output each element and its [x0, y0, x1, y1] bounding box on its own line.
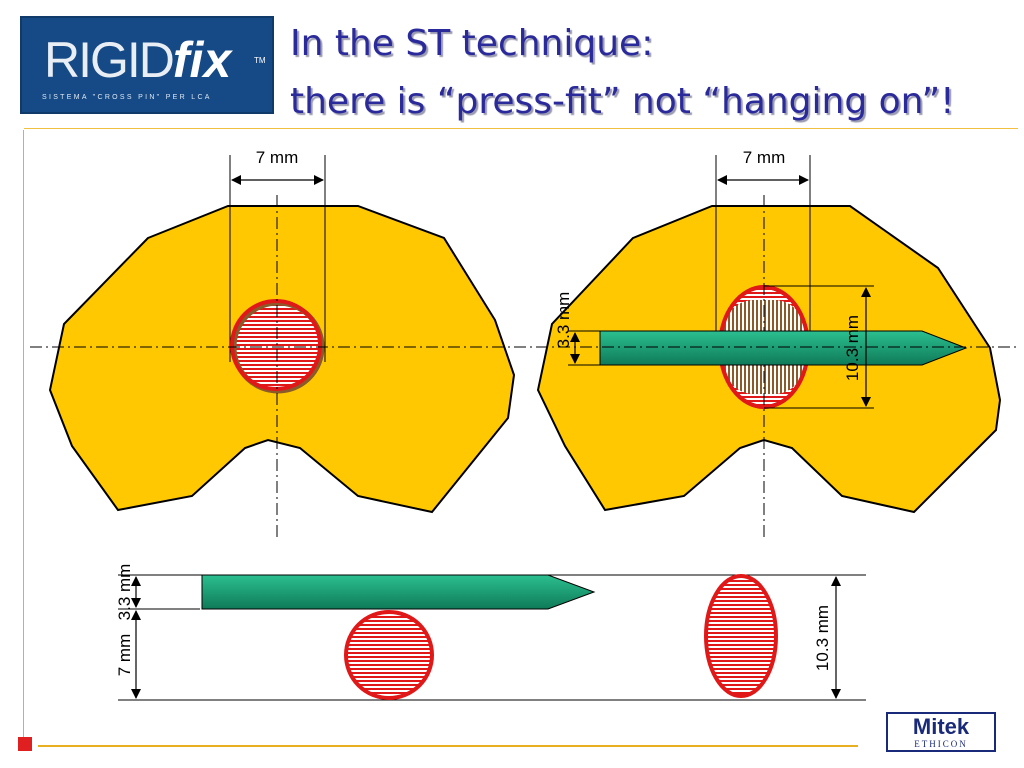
bottom-graft-dim-label: 7 mm: [115, 634, 134, 677]
header-divider: [24, 128, 1018, 129]
right-pin-dim-label: 3.3 mm: [554, 292, 573, 349]
footer-bullet: [18, 737, 32, 751]
logo-trademark: TM: [254, 56, 266, 65]
right-cross-pin: [599, 330, 968, 366]
left-margin-line: [23, 130, 24, 740]
right-dim-label: 7 mm: [743, 148, 786, 167]
right-tunnel-dim-label: 10.3 mm: [843, 315, 862, 381]
bottom-oval-dim-label: 10.3 mm: [813, 605, 832, 671]
footer-line: [38, 745, 858, 747]
mitek-logo: Mitek ETHICON: [886, 712, 996, 752]
logo-text-rigid: RIGID: [44, 32, 175, 88]
logo-text-fix: fix: [172, 32, 232, 88]
right-femur-section: 7 mm 3.3 mm 10.3 mm: [536, 148, 1002, 540]
bottom-graft-circle: [344, 610, 434, 700]
mitek-brand-text: Mitek: [912, 714, 970, 739]
logo-tagline: SISTEMA "CROSS PIN" PER LCA: [42, 94, 212, 101]
slide-title-line-1: In the ST technique:: [290, 23, 654, 64]
left-femur-section: 7 mm: [48, 148, 516, 540]
rigidfix-logo: RIGIDfix TM SISTEMA "CROSS PIN" PER LCA: [20, 16, 274, 114]
mitek-sub-text: ETHICON: [914, 739, 968, 749]
left-dim-label: 7 mm: [256, 148, 299, 167]
left-graft-outline: [230, 299, 322, 391]
bottom-tunnel-oval: [704, 574, 778, 698]
bottom-cross-pin: [201, 574, 596, 610]
rigidfix-wordmark: RIGIDfix: [44, 32, 231, 88]
slide-title-line-2: there is “press-fit” not “hanging on”!: [290, 81, 955, 122]
bottom-pin-dim-label: 3.3 mm: [115, 564, 134, 621]
bottom-comparison: 3.3 mm 7 mm 10.3 mm: [115, 564, 866, 701]
